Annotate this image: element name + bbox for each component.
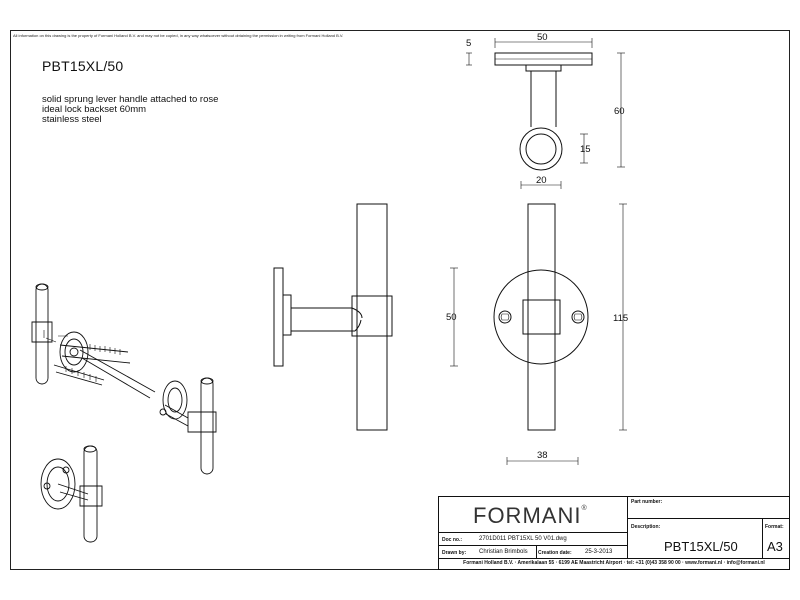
dim-rose-width-front: 38 [537, 450, 548, 461]
isometric-handle-detail [40, 445, 103, 543]
drawn-by-label: Drawn by: [442, 550, 467, 556]
format-cell: Format: [763, 519, 789, 559]
top-view [494, 52, 593, 171]
brand-logo: FORMANI® [473, 503, 588, 528]
dim-projection: 60 [614, 106, 625, 117]
drawing-title: PBT15XL/50 [42, 58, 124, 74]
creation-date-label: Creation date: [538, 550, 572, 556]
description-line-2: ideal lock backset 60mm [42, 104, 147, 115]
doc-no-cell: Doc no.: 2701D011 PBT15XL 50 V01.dwg [439, 533, 628, 546]
format-label: Format: [765, 524, 784, 530]
drawn-by-cell: Drawn by: Christian Brimbols Creation da… [439, 546, 628, 559]
dim-grip-diameter: 15 [580, 144, 591, 155]
part-description-value: PBT15XL/50 [664, 539, 738, 554]
dim-rose-width-top: 50 [537, 32, 548, 43]
isometric-assembly [31, 283, 217, 475]
doc-no-value: 2701D011 PBT15XL 50 V01.dwg [479, 536, 567, 542]
description-line-1: solid sprung lever handle attached to ro… [42, 94, 219, 105]
doc-no-label: Doc no.: [442, 537, 462, 543]
creation-date-value: 25-3-2013 [585, 549, 613, 555]
part-number-cell: Part number: [628, 497, 789, 519]
format-value: A3 [767, 539, 783, 554]
dim-handle-length: 115 [613, 313, 628, 324]
front-view [493, 203, 589, 431]
side-view [273, 203, 393, 431]
drawn-by-value: Christian Brimbols [479, 549, 528, 555]
description-label: Description: [631, 524, 661, 530]
copyright-disclaimer: All information on this drawing is the p… [13, 33, 344, 38]
brand-cell: FORMANI® [439, 497, 628, 533]
dim-rose-thickness: 5 [466, 38, 471, 49]
drawing-frame [10, 30, 790, 570]
company-footer: Formani Holland B.V. · Amerikalaan 55 · … [463, 560, 765, 566]
description-line-3: stainless steel [42, 114, 102, 125]
title-block: FORMANI® Part number: Description: PBT15… [438, 496, 790, 570]
description-cell: Description: [628, 519, 763, 559]
dim-rose-diameter-side: 50 [446, 312, 457, 323]
top-view-dimensions [466, 38, 625, 189]
part-number-label: Part number: [631, 499, 663, 505]
front-view-dimensions [450, 203, 627, 465]
dim-grip-width: 20 [536, 175, 547, 186]
